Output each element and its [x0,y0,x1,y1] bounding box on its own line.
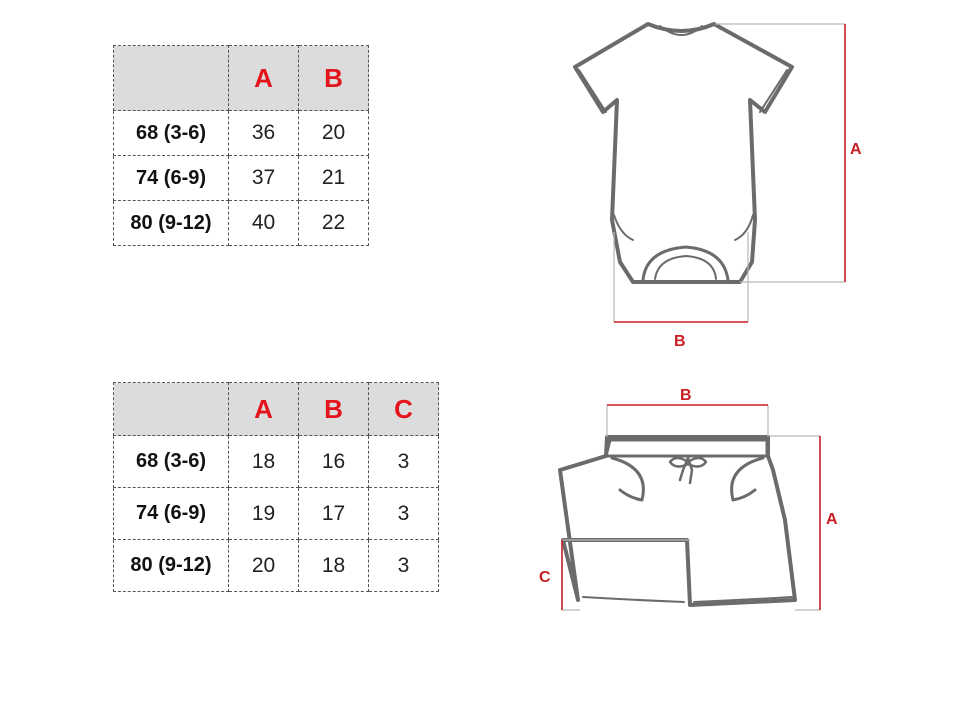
shorts-dimension-label-c: C [539,569,551,586]
shorts-icon [558,435,797,607]
shorts-dimension-a-guide [770,435,821,611]
shorts-dimension-b-guide [606,404,769,437]
measure-a: 36 [228,110,299,156]
table-row: 80 (9-12) 40 22 [113,200,369,246]
table-row: 74 (6-9) 37 21 [113,155,369,201]
size-label: 80 (9-12) [113,539,229,592]
dimension-label-b: B [674,333,686,350]
table-header-row: A B [113,45,369,111]
measure-b: 18 [298,539,369,592]
shorts-dimension-label-b: B [680,387,692,404]
measure-b: 16 [298,435,369,488]
header-b: B [298,45,369,111]
shorts-dimension-c-guide [561,539,690,611]
measure-a: 19 [228,487,299,540]
dimension-b-guide [613,232,749,323]
measure-b: 20 [298,110,369,156]
measure-a: 37 [228,155,299,201]
header-b: B [298,382,369,436]
table-row: 68 (3-6) 36 20 [113,110,369,156]
bodysuit-size-table: A B 68 (3-6) 36 20 74 (6-9) 37 21 80 (9-… [113,45,369,246]
size-label: 74 (6-9) [113,155,229,201]
size-label: 74 (6-9) [113,487,229,540]
header-empty-cell [113,382,229,436]
header-c: C [368,382,439,436]
measure-a: 40 [228,200,299,246]
header-a: A [228,382,299,436]
dimension-a-guide [715,23,846,283]
header-empty-cell [113,45,229,111]
measure-c: 3 [368,539,439,592]
size-label: 80 (9-12) [113,200,229,246]
measure-b: 22 [298,200,369,246]
measure-b: 17 [298,487,369,540]
measure-c: 3 [368,487,439,540]
size-label: 68 (3-6) [113,435,229,488]
shorts-dimension-label-a: A [826,511,838,528]
shorts-size-table: A B C 68 (3-6) 18 16 3 74 (6-9) 19 17 3 … [113,382,439,592]
measure-a: 18 [228,435,299,488]
table-row: 80 (9-12) 20 18 3 [113,539,439,592]
measure-a: 20 [228,539,299,592]
table-row: 74 (6-9) 19 17 3 [113,487,439,540]
dimension-label-a: A [850,141,862,158]
bodysuit-icon [573,22,794,284]
table-header-row: A B C [113,382,439,436]
